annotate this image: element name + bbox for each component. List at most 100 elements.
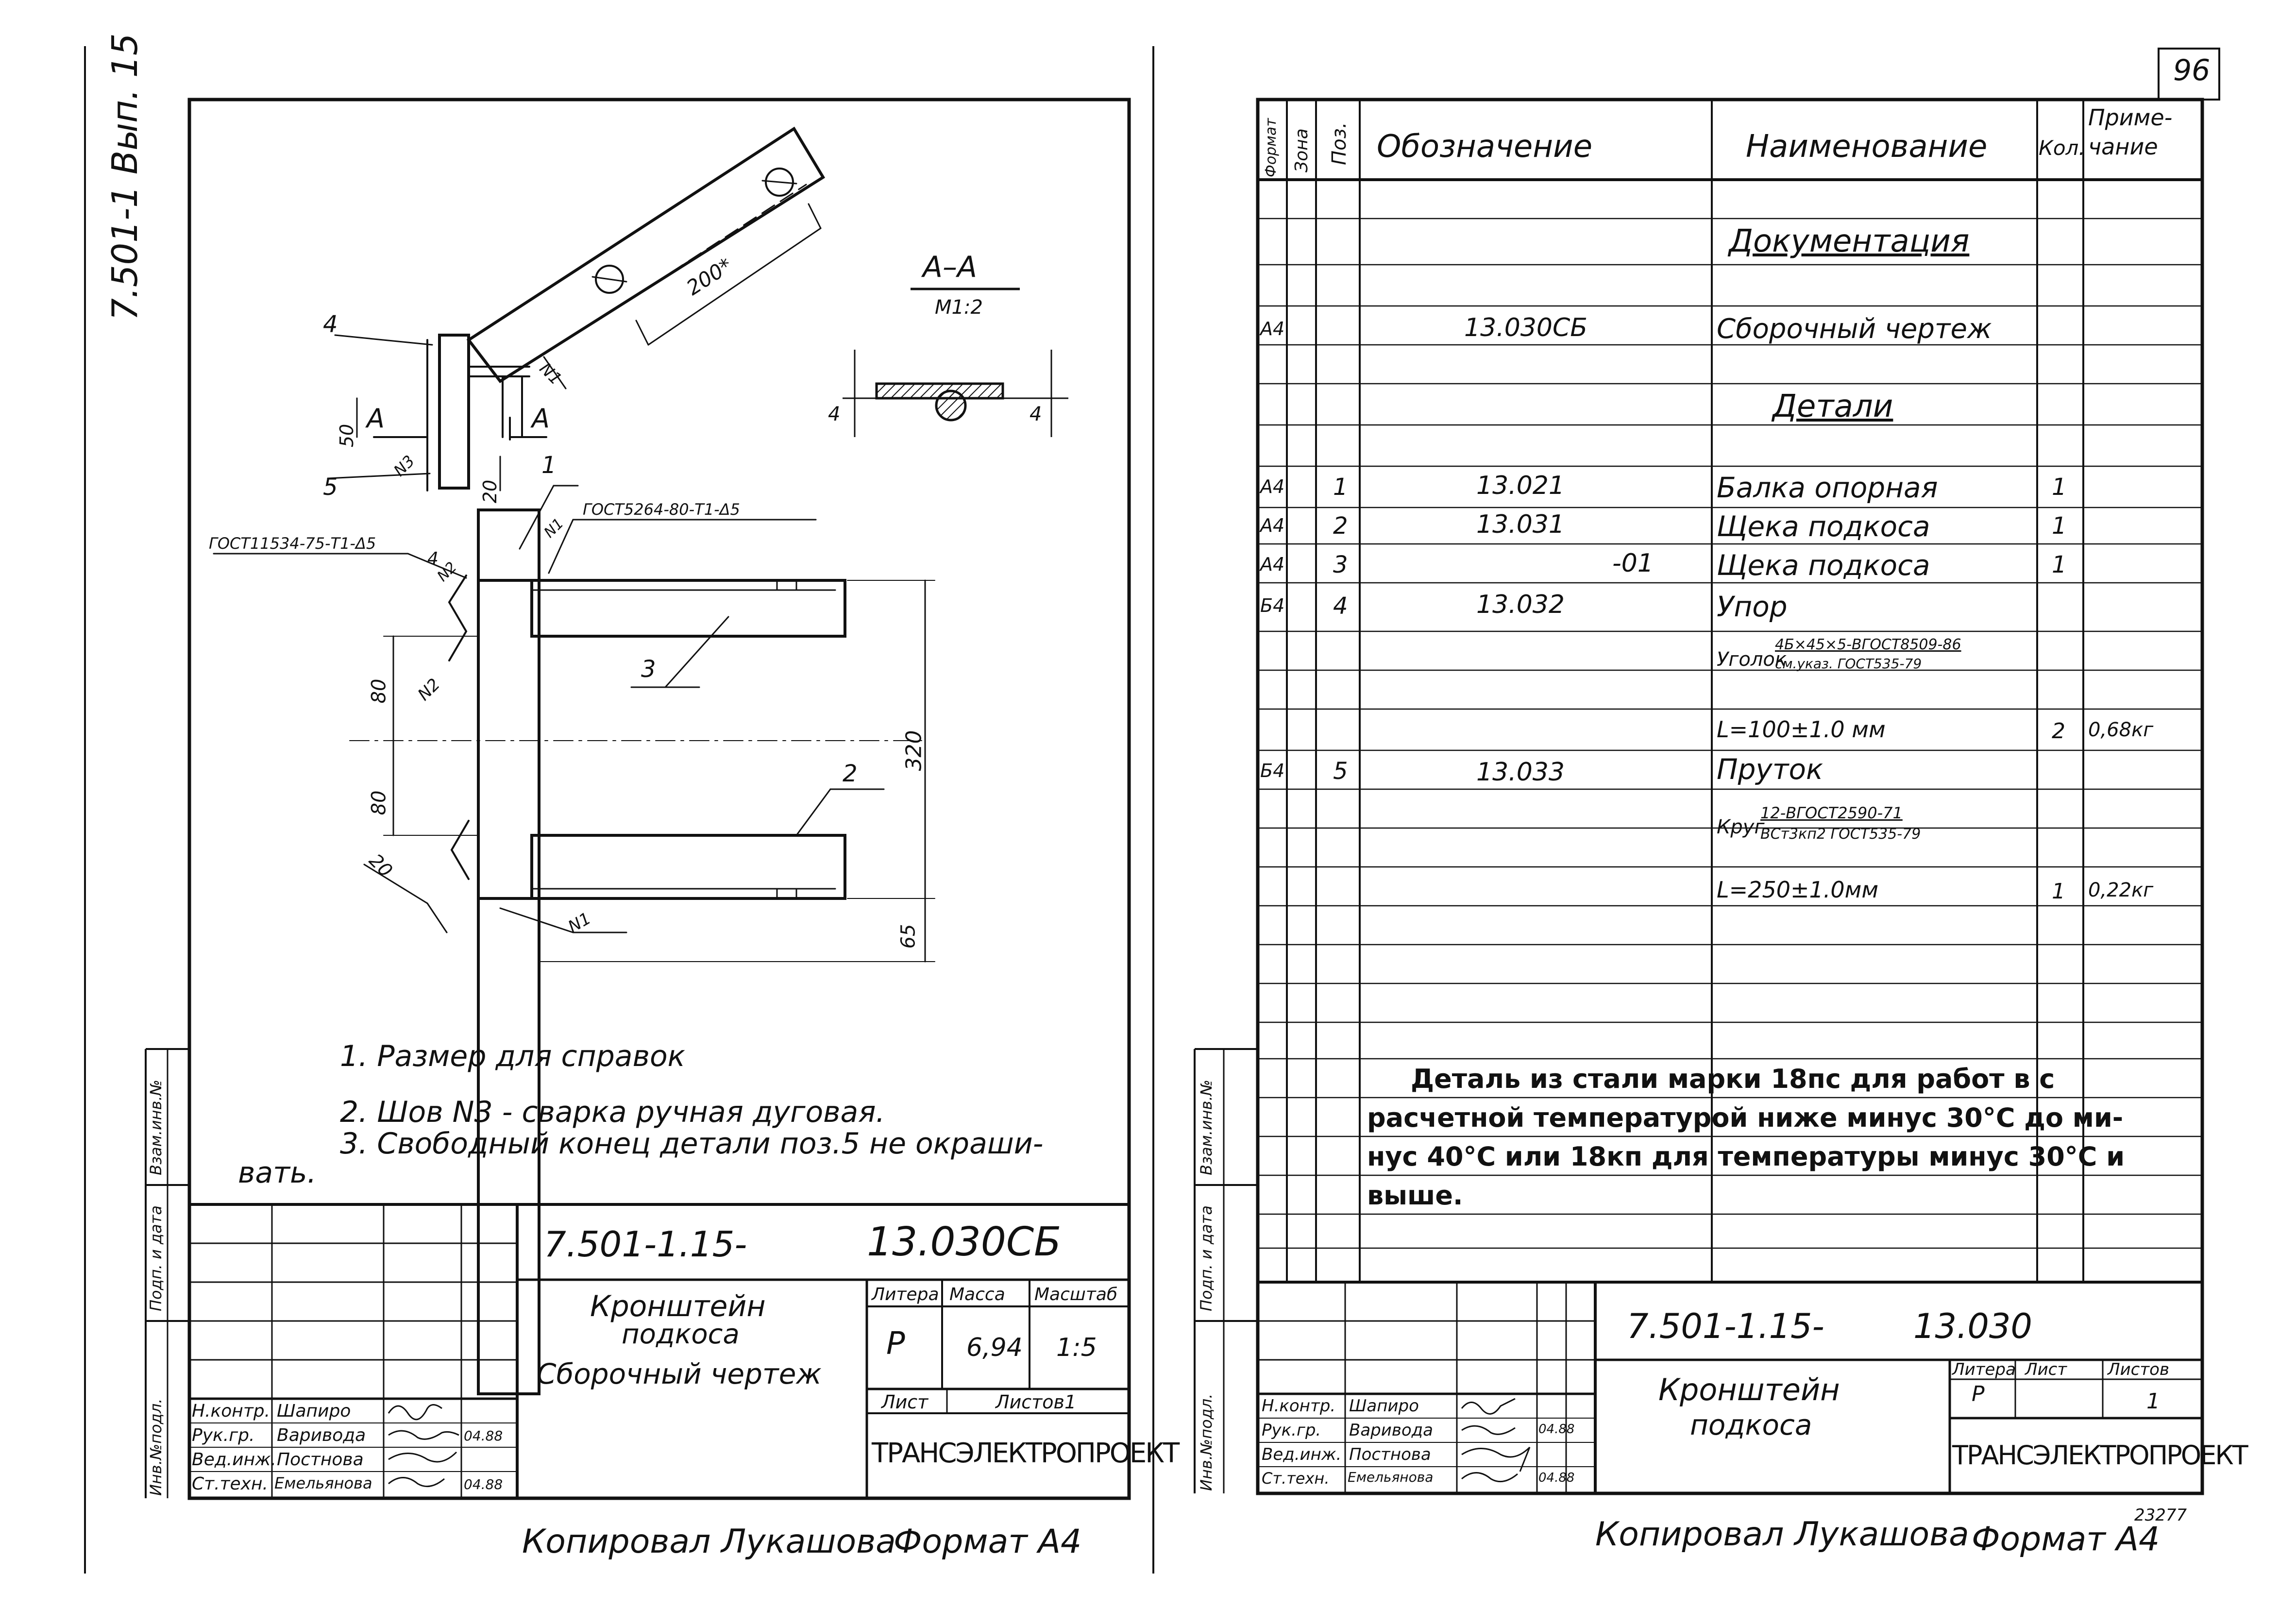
row-name: Упор	[1717, 590, 1788, 623]
pos-label-4: 4	[323, 311, 338, 338]
right-col-sheet: Лист	[2025, 1360, 2067, 1379]
row-pos: 1	[1333, 474, 1348, 501]
row-format: А4	[1260, 515, 1285, 536]
steel-note-1: Деталь из стали марки 18пс для работ в с	[1411, 1064, 2055, 1094]
row-note: 0,22кг	[2088, 879, 2154, 901]
row-designation: 13.030СБ	[1464, 313, 1587, 342]
left-person-0: Шапиро	[277, 1401, 351, 1421]
row-name: L=250±1.0мм	[1717, 877, 1879, 903]
left-date-3: 04.88	[464, 1476, 503, 1492]
steel-note-2: расчетной температурой ниже минус 30°С д…	[1367, 1102, 2124, 1133]
row-format: А4	[1260, 554, 1285, 575]
row-qty: 2	[2052, 719, 2065, 744]
page-number: 96	[2173, 53, 2211, 87]
row-name: Уголок	[1717, 648, 1787, 671]
right-person-1: Варивода	[1349, 1421, 1434, 1440]
section-heading-documentation: Документация	[1729, 223, 1970, 259]
row-qty: 1	[2052, 474, 2067, 501]
row-name: Сборочный чертеж	[1717, 313, 1992, 345]
right-sheets: 1	[2146, 1389, 2160, 1414]
row-name: Щека подкоса	[1717, 510, 1930, 543]
gost-weld-right: ГОСТ5264-80-Т1-Δ5	[583, 500, 740, 519]
left-role-2: Вед.инж.	[192, 1450, 276, 1470]
right-role-0: Н.контр.	[1262, 1396, 1336, 1416]
hdr-note-1: Приме-	[2088, 104, 2173, 131]
right-name-1: Кронштейн	[1658, 1372, 1840, 1407]
pos-label-3: 3	[641, 656, 656, 683]
pos-label-2: 2	[843, 760, 858, 787]
row-frac-bottom: ВСт3кп2 ГОСТ535-79	[1760, 826, 1921, 843]
left-name-2: подкоса	[622, 1319, 740, 1350]
right-designation-code: 13.030	[1913, 1306, 2032, 1346]
left-name-1: Кронштейн	[590, 1289, 766, 1323]
section-scale: М1:2	[935, 296, 983, 319]
left-person-2: Постнова	[277, 1450, 364, 1470]
steel-note-3: нус 40°С или 18кп для температуры минус …	[1367, 1141, 2125, 1172]
section-title: А–А	[923, 250, 978, 284]
row-designation: 13.021	[1476, 471, 1565, 500]
row-name: Балка опорная	[1717, 471, 1938, 504]
row-frac-top: 12-ВГОСТ2590-71	[1760, 804, 1903, 822]
right-person-3: Емельянова	[1348, 1469, 1434, 1485]
left-sheet-label: Лист	[881, 1391, 929, 1413]
right-footer-copied: Копировал Лукашова	[1595, 1515, 1969, 1554]
hdr-name: Наименование	[1746, 129, 1988, 165]
row-qty: 1	[2052, 879, 2065, 904]
row-designation: 13.033	[1476, 758, 1565, 787]
right-person-2: Постнова	[1349, 1445, 1431, 1464]
right-col-litera: Литера	[1952, 1360, 2016, 1379]
weld-4-label: 4	[427, 549, 439, 569]
left-role-3: Ст.техн.	[192, 1474, 268, 1494]
row-frac-top: 4Б×45×5-ВГОСТ8509-86	[1775, 636, 1961, 653]
section-dim-right: 4	[1030, 403, 1042, 425]
left-name-3: Сборочный чертеж	[537, 1357, 822, 1390]
pos-label-5: 5	[323, 474, 338, 501]
row-format: А4	[1260, 318, 1285, 339]
left-col-scale: Масштаб	[1034, 1285, 1118, 1304]
right-name-2: подкоса	[1690, 1408, 1812, 1441]
hdr-note-2: чание	[2088, 134, 2158, 160]
left-col-litera: Литера	[872, 1285, 939, 1304]
left-date-1: 04.88	[464, 1428, 503, 1444]
row-name: Щека подкоса	[1717, 549, 1930, 582]
left-mass: 6,94	[966, 1333, 1023, 1362]
row-format: Б4	[1260, 760, 1285, 781]
left-designation-code: 13.030СБ	[867, 1219, 1062, 1265]
row-note: 0,68кг	[2088, 719, 2154, 741]
left-org: ТРАНСЭЛЕКТРОПРОЕКТ	[872, 1438, 1180, 1469]
row-name: L=100±1.0 мм	[1717, 716, 1886, 743]
cut-label-right: A	[532, 403, 550, 434]
note-1: 1. Размер для справок	[340, 1039, 685, 1073]
gost-weld-left: ГОСТ11534-75-Т1-Δ5	[209, 534, 376, 553]
note-3: 3. Свободный конец детали поз.5 не окраш…	[340, 1127, 1044, 1161]
row-frac-bottom: см.указ. ГОСТ535-79	[1775, 656, 1922, 672]
left-sheets-label: Листов1	[996, 1391, 1077, 1413]
row-pos: 4	[1333, 592, 1348, 620]
hdr-qty: Кол.	[2039, 136, 2085, 160]
right-date-3: 04.88	[1538, 1471, 1575, 1485]
right-role-1: Рук.гр.	[1262, 1421, 1321, 1440]
pos-label-1: 1	[541, 452, 557, 479]
left-litera: Р	[886, 1326, 905, 1362]
left-role-1: Рук.гр.	[192, 1425, 255, 1445]
right-org: ТРАНСЭЛЕКТРОПРОЕКТ	[1952, 1440, 2248, 1471]
left-person-3: Емельянова	[274, 1474, 372, 1492]
row-designation: -01	[1612, 549, 1654, 578]
left-col-mass: Масса	[949, 1285, 1005, 1304]
left-scale: 1:5	[1056, 1333, 1097, 1362]
row-format: Б4	[1260, 595, 1285, 616]
left-designation: 7.501-1.15-	[544, 1224, 747, 1265]
cut-label-left: A	[367, 403, 385, 434]
row-pos: 3	[1333, 551, 1348, 578]
steel-note-4: выше.	[1367, 1180, 1463, 1211]
left-footer-format: Формат А4	[894, 1523, 1082, 1561]
row-name: Круг	[1717, 816, 1765, 838]
row-format: А4	[1260, 476, 1285, 497]
hdr-designation: Обозначение	[1377, 129, 1593, 165]
row-designation: 13.032	[1476, 590, 1565, 619]
note-4: вать.	[238, 1156, 317, 1190]
